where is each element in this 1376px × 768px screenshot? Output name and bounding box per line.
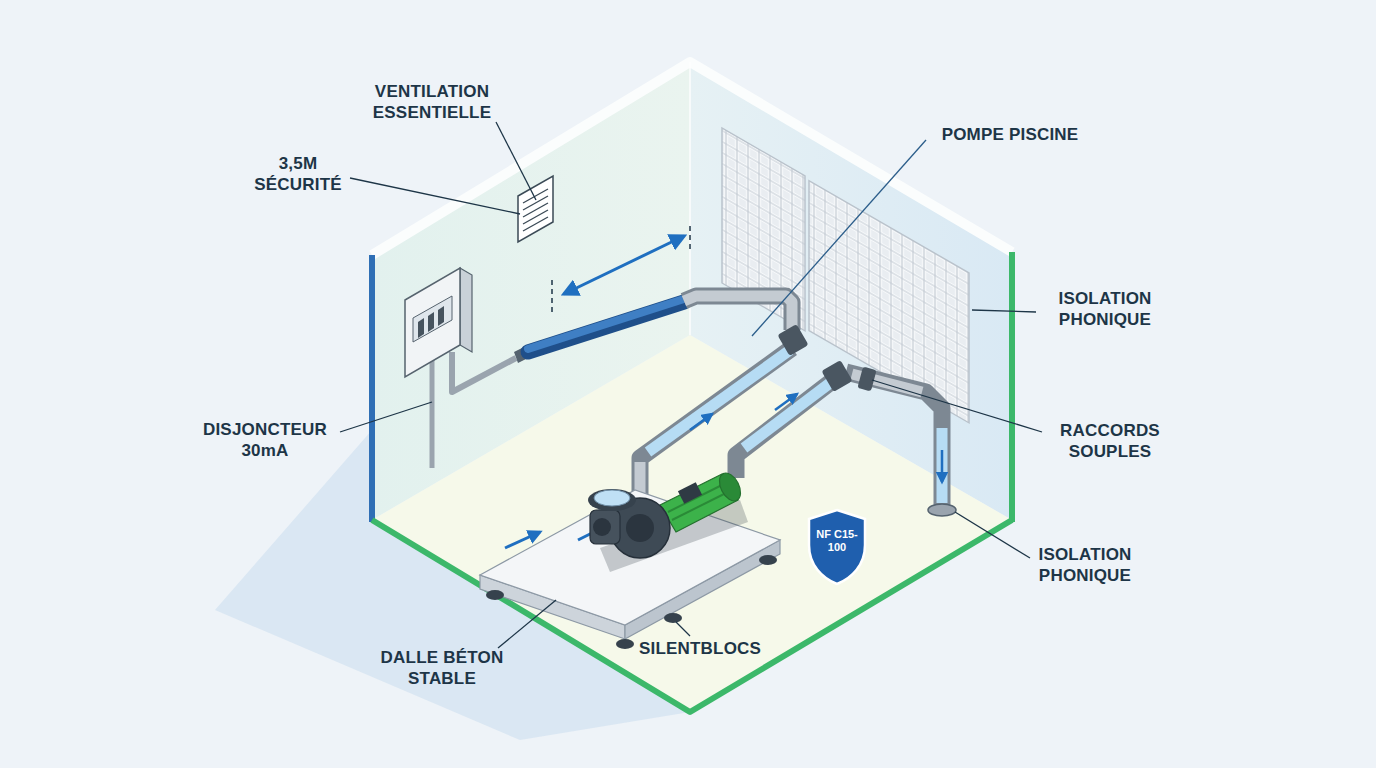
pump-inlet	[626, 514, 654, 542]
pool-pump	[588, 470, 748, 572]
silentbloc	[616, 639, 634, 649]
leader-line	[752, 140, 926, 336]
grey-pipe-core	[684, 296, 792, 330]
slab-top	[480, 490, 780, 625]
vent-frame	[518, 176, 553, 242]
callout-label: RACCORDS SOUPLES	[1045, 420, 1175, 462]
terminal-box	[678, 482, 702, 504]
flow-arrow	[775, 394, 797, 410]
electrical-panel	[405, 268, 516, 468]
vent-grille	[518, 176, 553, 242]
right-wall-edge	[1009, 252, 1015, 522]
callout-label: DISJONCTEUR 30mA	[200, 419, 330, 461]
light-pipe	[744, 380, 834, 448]
breaker-rail	[413, 296, 452, 342]
vent-slat	[523, 210, 548, 224]
silentbloc	[759, 555, 777, 565]
leader-line	[972, 310, 1036, 312]
leader-line	[340, 402, 432, 432]
callout-label: ISOLATION PHONIQUE	[1035, 288, 1175, 330]
panel-pole	[430, 360, 435, 468]
flow-arrow	[505, 532, 540, 548]
silentbloc	[486, 590, 504, 600]
leader-lines	[340, 122, 1042, 648]
panel-front	[405, 268, 460, 377]
pipework	[514, 296, 956, 516]
norm-shield: NF C15-100	[806, 508, 868, 586]
breaker	[418, 318, 424, 338]
lid-ring	[588, 489, 636, 511]
flexible-coupling	[821, 360, 852, 392]
motor-end	[715, 470, 745, 505]
callout-label: 3,5M SÉCURITÉ	[243, 153, 353, 195]
panel-side	[460, 268, 472, 352]
blue-pipe-highlight	[528, 299, 684, 349]
cable-conduit	[452, 352, 516, 392]
leader-line	[498, 600, 556, 648]
shield-text: NF C15-100	[806, 528, 868, 554]
leader-line	[872, 380, 1042, 432]
flexible-coupling	[777, 324, 808, 356]
dimension-arrow	[564, 236, 684, 294]
callout-label: POMPE PISCINE	[910, 124, 1110, 145]
strainer-basket	[590, 510, 620, 544]
breaker	[438, 306, 444, 326]
drain-pipe	[846, 372, 942, 505]
leader-line	[676, 622, 690, 636]
floor-flange	[928, 504, 956, 516]
vent-slat	[523, 217, 548, 231]
leader-line	[350, 178, 520, 214]
light-pipe	[937, 428, 948, 503]
left-wall-edge	[369, 255, 375, 522]
leader-line	[496, 122, 536, 200]
flexible-coupling	[857, 367, 876, 392]
vent-slat	[523, 203, 548, 217]
callout-label: DALLE BÉTON STABLE	[377, 647, 507, 689]
leader-line	[955, 512, 1030, 558]
flow-arrow	[941, 450, 944, 482]
acoustic-panel	[809, 181, 969, 423]
return-pipe	[736, 378, 836, 478]
silentbloc	[664, 613, 682, 623]
grey-pipe	[684, 296, 792, 330]
flow-arrow	[690, 414, 712, 430]
callout-label: VENTILATION ESSENTIELLE	[347, 81, 517, 123]
dimension-tick	[551, 280, 553, 312]
dimension-tick	[689, 226, 691, 252]
floor	[372, 335, 1012, 712]
concrete-slab	[480, 490, 780, 649]
breaker	[428, 312, 434, 332]
callout-label: ISOLATION PHONIQUE	[1015, 544, 1155, 586]
suction-port	[593, 518, 611, 536]
strainer-lid	[594, 490, 630, 506]
vent-slat	[523, 189, 548, 203]
callout-label: SILENTBLOCS	[620, 638, 780, 659]
